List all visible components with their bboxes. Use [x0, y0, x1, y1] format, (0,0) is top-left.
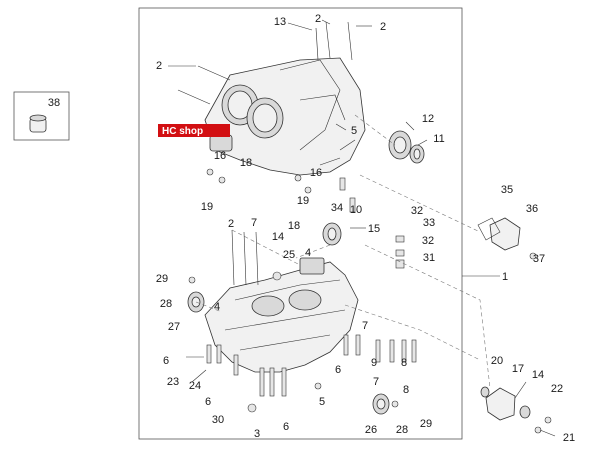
- part-38-frame: [13, 91, 70, 141]
- seal-15: [322, 222, 342, 246]
- lower-crankcase: [204, 257, 359, 373]
- callout-27: 27: [168, 321, 180, 333]
- callout-5: 5: [319, 396, 325, 408]
- callout-32: 32: [411, 205, 423, 217]
- watermark-logo: HC shop: [158, 124, 230, 137]
- callout-6: 6: [283, 421, 289, 433]
- studs: [177, 21, 353, 286]
- callout-35: 35: [501, 184, 513, 196]
- small-bolts: [188, 168, 552, 434]
- callout-2: 2: [156, 60, 162, 72]
- callout-26: 26: [365, 424, 377, 436]
- callout-3: 3: [254, 428, 260, 440]
- callout-1: 1: [502, 271, 508, 283]
- callout-15: 15: [368, 223, 380, 235]
- callout-28: 28: [396, 424, 408, 436]
- callout-numbers: 1222234455666677788910111213141415161617…: [48, 13, 575, 444]
- callout-13: 13: [274, 16, 286, 28]
- callout-18: 18: [288, 220, 300, 232]
- callout-8: 8: [401, 357, 407, 369]
- callout-36: 36: [526, 203, 538, 215]
- callout-16: 16: [214, 150, 226, 162]
- callout-6: 6: [205, 396, 211, 408]
- upper-crankcase: [204, 57, 366, 176]
- pump-17: [480, 386, 531, 421]
- assembly-paths: [195, 114, 491, 389]
- callout-12: 12: [422, 113, 434, 125]
- callout-22: 22: [551, 383, 563, 395]
- callout-5: 5: [351, 125, 357, 137]
- callout-24: 24: [189, 380, 201, 392]
- callout-7: 7: [251, 217, 257, 229]
- seal-11: [409, 144, 425, 164]
- part-38-sleeve: [29, 114, 47, 133]
- callout-32: 32: [422, 235, 434, 247]
- callout-2: 2: [380, 21, 386, 33]
- callout-34: 34: [331, 202, 343, 214]
- callout-28: 28: [160, 298, 172, 310]
- callout-14: 14: [272, 231, 284, 243]
- callout-8: 8: [403, 384, 409, 396]
- callout-4: 4: [305, 247, 311, 259]
- callout-9: 9: [371, 357, 377, 369]
- callout-38: 38: [48, 97, 60, 109]
- callout-25: 25: [283, 249, 295, 261]
- seal-12: [388, 130, 412, 160]
- callout-29: 29: [156, 273, 168, 285]
- callout-2: 2: [315, 13, 321, 25]
- callout-37: 37: [533, 253, 545, 265]
- callout-19: 19: [201, 201, 213, 213]
- watermark-text: HC shop: [162, 126, 203, 137]
- callout-29: 29: [420, 418, 432, 430]
- callout-6: 6: [335, 364, 341, 376]
- callout-30: 30: [212, 414, 224, 426]
- callout-21: 21: [563, 432, 575, 444]
- callout-23: 23: [167, 376, 179, 388]
- callout-11: 11: [433, 133, 444, 145]
- callout-10: 10: [350, 204, 362, 216]
- callout-31: 31: [423, 252, 435, 264]
- callout-7: 7: [362, 320, 368, 332]
- seal-26: [372, 393, 390, 415]
- cover-36: [477, 217, 521, 251]
- callout-17: 17: [512, 363, 524, 375]
- callout-18: 18: [240, 157, 252, 169]
- callout-20: 20: [491, 355, 503, 367]
- callout-4: 4: [214, 301, 220, 313]
- leader-lines: [168, 19, 556, 437]
- callout-19: 19: [297, 195, 309, 207]
- callout-7: 7: [373, 376, 379, 388]
- callout-14: 14: [532, 369, 544, 381]
- callout-33: 33: [423, 217, 435, 229]
- callout-6: 6: [163, 355, 169, 367]
- callout-2: 2: [228, 218, 234, 230]
- callout-16: 16: [310, 167, 322, 179]
